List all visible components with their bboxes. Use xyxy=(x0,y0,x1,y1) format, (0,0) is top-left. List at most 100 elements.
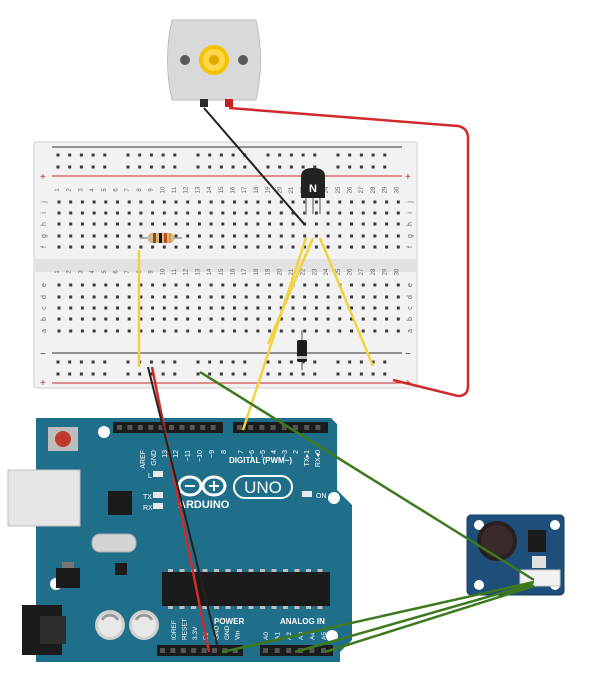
terminal-hole[interactable] xyxy=(268,234,272,238)
terminal-hole[interactable] xyxy=(174,283,178,287)
terminal-hole[interactable] xyxy=(256,306,260,310)
terminal-hole[interactable] xyxy=(385,317,389,321)
terminal-hole[interactable] xyxy=(396,222,400,226)
rail-hole[interactable] xyxy=(126,360,130,364)
rail-hole[interactable] xyxy=(56,165,60,169)
rail-hole[interactable] xyxy=(149,153,153,157)
rail-hole[interactable] xyxy=(68,372,72,376)
terminal-hole[interactable] xyxy=(127,283,131,287)
terminal-hole[interactable] xyxy=(303,306,307,310)
terminal-hole[interactable] xyxy=(268,283,272,287)
wire-red-5v[interactable] xyxy=(150,366,211,653)
terminal-hole[interactable] xyxy=(80,234,84,238)
rail-hole[interactable] xyxy=(383,360,387,364)
terminal-hole[interactable] xyxy=(139,211,143,215)
terminal-hole[interactable] xyxy=(104,329,108,333)
terminal-hole[interactable] xyxy=(116,211,119,215)
rail-hole[interactable] xyxy=(289,153,293,157)
terminal-hole[interactable] xyxy=(303,211,307,215)
terminal-hole[interactable] xyxy=(221,200,225,204)
terminal-hole[interactable] xyxy=(209,295,213,299)
terminal-hole[interactable] xyxy=(326,283,330,287)
rail-hole[interactable] xyxy=(348,165,352,169)
terminal-hole[interactable] xyxy=(350,200,353,204)
terminal-hole[interactable] xyxy=(350,222,353,226)
terminal-hole[interactable] xyxy=(174,329,178,333)
rail-hole[interactable] xyxy=(313,372,317,376)
terminal-hole[interactable] xyxy=(92,200,96,204)
terminal-hole[interactable] xyxy=(104,295,108,299)
terminal-hole[interactable] xyxy=(151,200,155,204)
rail-hole[interactable] xyxy=(371,372,375,376)
terminal-hole[interactable] xyxy=(385,222,389,226)
rail-hole[interactable] xyxy=(103,153,107,157)
terminal-hole[interactable] xyxy=(162,329,166,333)
header-hole[interactable] xyxy=(179,425,185,430)
header-hole[interactable] xyxy=(117,425,122,430)
terminal-hole[interactable] xyxy=(361,245,365,249)
rail-hole[interactable] xyxy=(336,372,340,376)
terminal-hole[interactable] xyxy=(151,211,155,215)
rail-hole[interactable] xyxy=(196,360,200,364)
terminal-hole[interactable] xyxy=(361,329,365,333)
terminal-hole[interactable] xyxy=(80,222,84,226)
terminal-hole[interactable] xyxy=(92,306,96,310)
terminal-hole[interactable] xyxy=(162,295,166,299)
rail-hole[interactable] xyxy=(266,360,270,364)
terminal-hole[interactable] xyxy=(92,329,96,333)
rail-hole[interactable] xyxy=(313,153,317,157)
terminal-hole[interactable] xyxy=(291,211,295,215)
header-hole[interactable] xyxy=(200,425,206,430)
terminal-hole[interactable] xyxy=(396,295,400,299)
rail-hole[interactable] xyxy=(91,360,95,364)
sound-sensor-module[interactable] xyxy=(466,514,565,596)
terminal-hole[interactable] xyxy=(186,234,190,238)
terminal-hole[interactable] xyxy=(350,329,353,333)
terminal-hole[interactable] xyxy=(396,245,400,249)
header-hole[interactable] xyxy=(281,425,287,430)
rail-hole[interactable] xyxy=(336,360,340,364)
terminal-hole[interactable] xyxy=(186,283,190,287)
terminal-hole[interactable] xyxy=(127,317,131,321)
terminal-hole[interactable] xyxy=(209,283,213,287)
terminal-hole[interactable] xyxy=(338,306,342,310)
terminal-hole[interactable] xyxy=(69,283,73,287)
terminal-hole[interactable] xyxy=(69,222,73,226)
terminal-hole[interactable] xyxy=(385,306,389,310)
terminal-hole[interactable] xyxy=(162,317,166,321)
terminal-hole[interactable] xyxy=(197,306,201,310)
terminal-hole[interactable] xyxy=(350,234,353,238)
rail-hole[interactable] xyxy=(231,372,235,376)
rail-hole[interactable] xyxy=(313,360,317,364)
rail-hole[interactable] xyxy=(103,165,107,169)
terminal-hole[interactable] xyxy=(326,200,330,204)
rail-hole[interactable] xyxy=(243,372,247,376)
header-hole[interactable] xyxy=(263,648,268,653)
terminal-hole[interactable] xyxy=(350,317,353,321)
rail-hole[interactable] xyxy=(173,360,177,364)
terminal-hole[interactable] xyxy=(244,234,248,238)
terminal-hole[interactable] xyxy=(303,295,307,299)
rail-hole[interactable] xyxy=(56,372,60,376)
terminal-hole[interactable] xyxy=(338,211,342,215)
header-hole[interactable] xyxy=(148,425,154,430)
rail-hole[interactable] xyxy=(301,153,305,157)
header-hole[interactable] xyxy=(274,648,280,653)
terminal-hole[interactable] xyxy=(303,283,307,287)
terminal-hole[interactable] xyxy=(57,245,61,249)
header-hole[interactable] xyxy=(286,648,292,653)
terminal-hole[interactable] xyxy=(127,222,131,226)
rail-hole[interactable] xyxy=(161,153,165,157)
terminal-hole[interactable] xyxy=(233,329,236,333)
terminal-hole[interactable] xyxy=(139,222,143,226)
reset-button[interactable] xyxy=(48,427,78,451)
terminal-hole[interactable] xyxy=(350,283,353,287)
terminal-hole[interactable] xyxy=(92,295,96,299)
rail-hole[interactable] xyxy=(56,360,60,364)
terminal-hole[interactable] xyxy=(80,329,84,333)
terminal-hole[interactable] xyxy=(197,329,201,333)
terminal-hole[interactable] xyxy=(350,211,353,215)
rail-hole[interactable] xyxy=(348,153,352,157)
rail-hole[interactable] xyxy=(208,360,212,364)
terminal-hole[interactable] xyxy=(139,295,143,299)
